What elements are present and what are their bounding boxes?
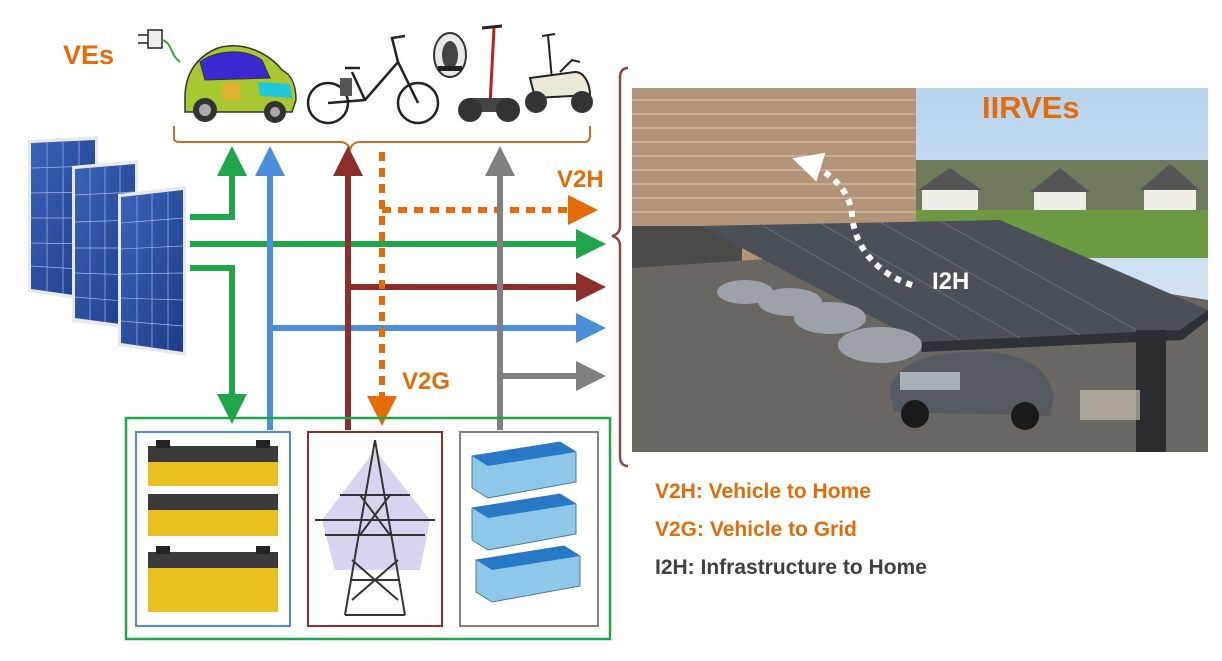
scooter-icon [525,33,593,113]
vehicles-brace [173,126,591,151]
car-icon [184,45,297,123]
storage-flows [255,146,606,430]
legend: V2H: Vehicle to Home V2G: Vehicle to Gri… [655,480,927,594]
grid-flows [333,146,606,430]
v2g-label: V2G [402,368,451,395]
solar-flows [190,146,606,424]
pylon-icon [315,439,435,616]
plug-icon [138,29,181,63]
legend-v2h: V2H: Vehicle to Home [655,480,871,503]
irves-brace [611,66,629,468]
i2h-label: I2H [932,268,970,295]
carport-photo [632,88,1208,452]
ev-battery-flows [485,146,606,430]
segway-icon [458,24,520,122]
legend-v2g: V2G: Vehicle to Grid [655,518,857,541]
irves-label: IIRVEs [982,90,1080,125]
lead-acid-battery-icon [148,440,278,612]
monowheel-icon [433,32,467,78]
solar-panel-icon [28,136,186,356]
bicycle-icon [306,34,440,125]
parked-car-front [890,351,1054,430]
lithium-battery-icon [471,441,581,603]
i2h-arrow [792,152,913,288]
vehicles-label: VEs [63,40,115,70]
solar-panel-3 [118,186,186,356]
legend-i2h: I2H: Infrastructure to Home [655,556,927,579]
storage-group-box [124,416,612,641]
vehicle-flows [367,152,598,426]
v2h-label: V2H [557,166,604,193]
